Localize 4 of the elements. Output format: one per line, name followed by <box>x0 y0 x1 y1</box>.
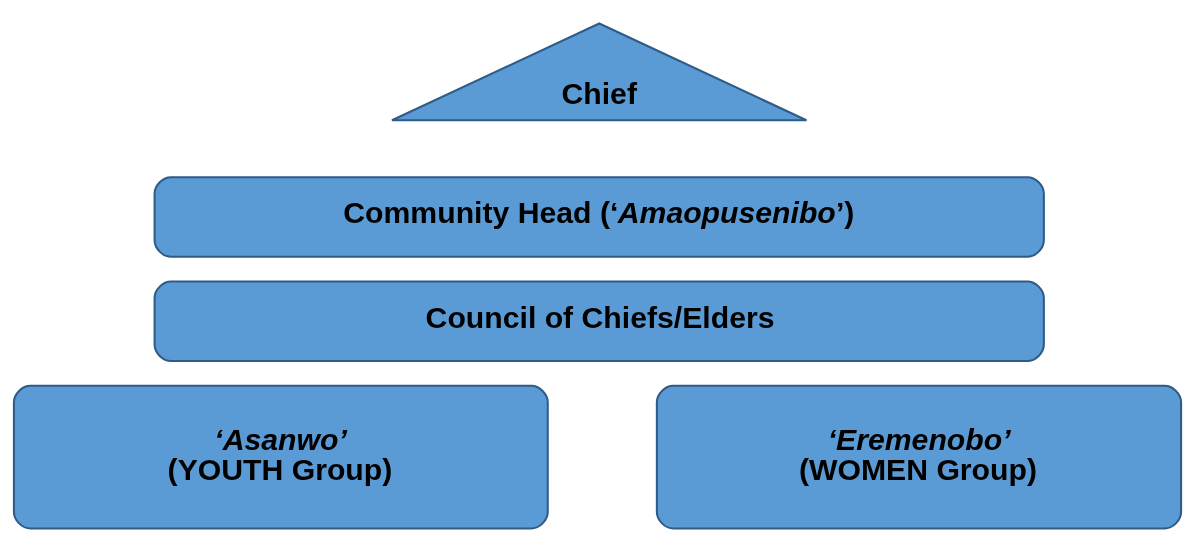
node-box: Council of Chiefs/Elders <box>153 280 1045 363</box>
node-box: Community Head (‘Amaopusenibo’) <box>153 176 1045 258</box>
node-box: ‘Eremenobo’ (WOMEN Group) <box>655 384 1183 530</box>
node-box: ‘Asanwo’ (YOUTH Group) <box>12 384 549 530</box>
